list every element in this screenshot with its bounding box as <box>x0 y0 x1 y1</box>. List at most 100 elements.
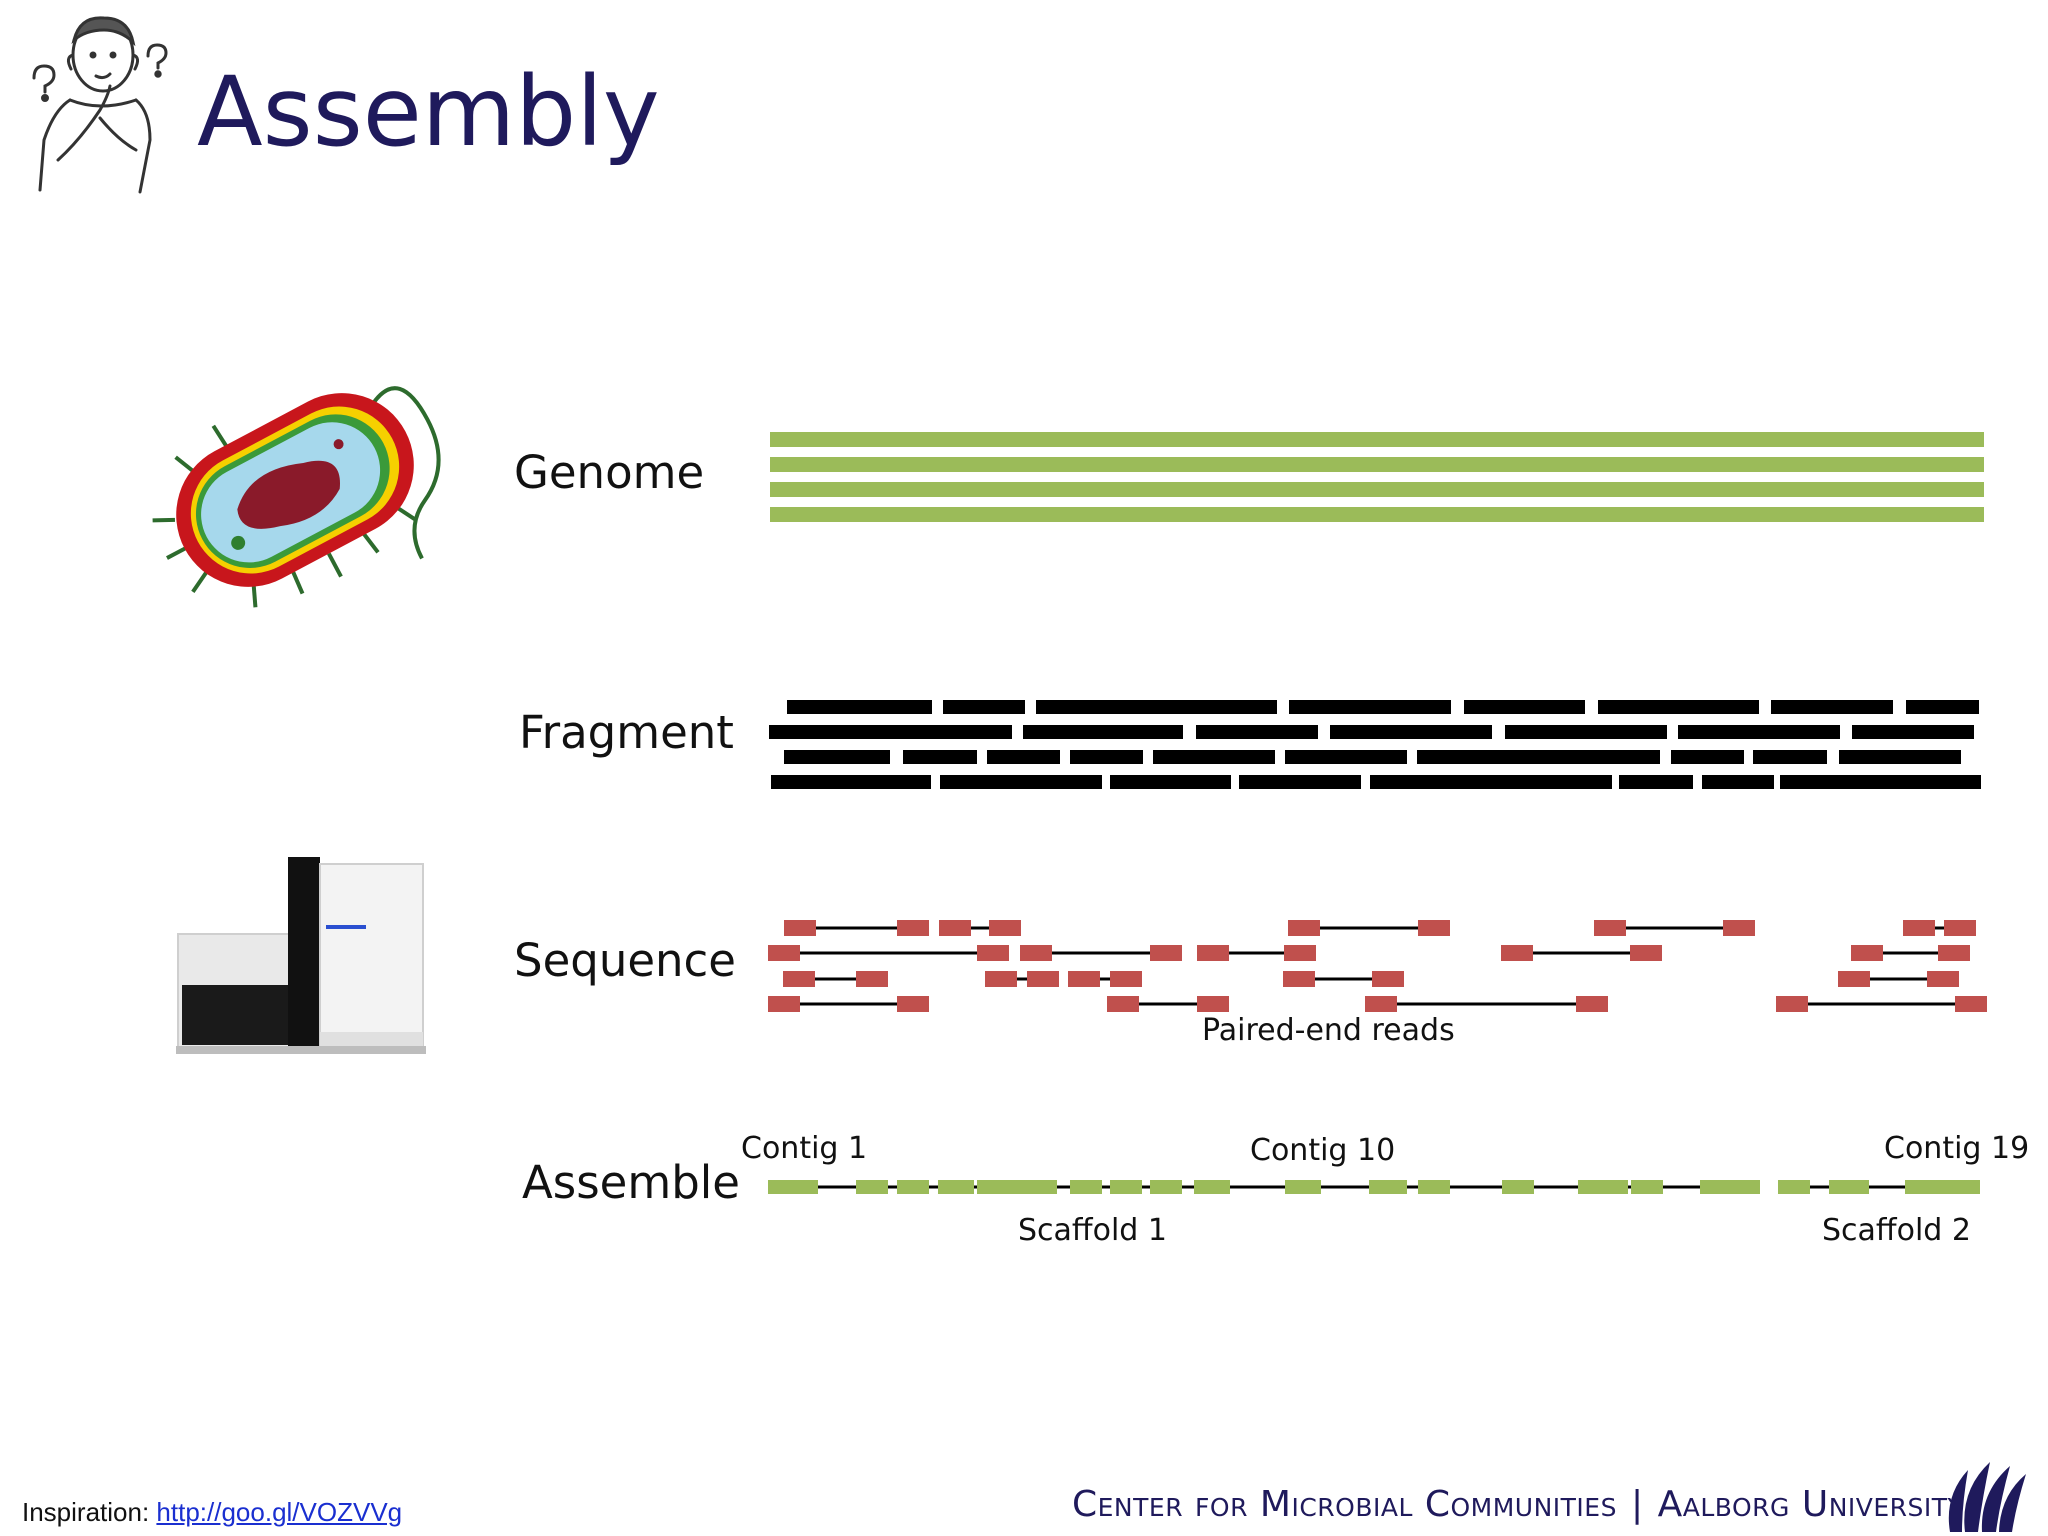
org-university-name: Aalborg University <box>1657 1484 1964 1525</box>
genome-strand <box>770 432 1984 447</box>
read <box>1630 945 1662 961</box>
read <box>1288 920 1320 936</box>
read <box>1283 971 1315 987</box>
thinking-person-drawing <box>32 16 168 194</box>
read <box>1418 920 1450 936</box>
inspiration-note: Inspiration: http://goo.gl/VOZVVg <box>22 1497 402 1528</box>
read <box>783 971 815 987</box>
fragment-piece <box>903 750 977 764</box>
read <box>1955 996 1987 1012</box>
read <box>1197 996 1229 1012</box>
contig <box>1631 1180 1663 1194</box>
read <box>939 920 971 936</box>
read <box>1020 945 1052 961</box>
contig <box>1110 1180 1142 1194</box>
row-label-sequence: Sequence <box>514 934 736 987</box>
contig <box>1418 1180 1450 1194</box>
fragment-piece <box>1417 750 1660 764</box>
fragment-piece <box>771 775 931 789</box>
contig <box>856 1180 888 1194</box>
fragment-piece <box>1289 700 1451 714</box>
read <box>1838 971 1870 987</box>
fragment-piece <box>1070 750 1143 764</box>
fragment-piece <box>1505 725 1667 739</box>
read <box>1501 945 1533 961</box>
contig <box>1700 1180 1760 1194</box>
read <box>856 971 888 987</box>
fragment-piece <box>1196 725 1318 739</box>
contig-10-label: Contig 10 <box>1250 1133 1396 1168</box>
fragment-piece <box>1906 700 1979 714</box>
fragment-piece <box>1671 750 1744 764</box>
fragment-piece <box>1619 775 1693 789</box>
fragment-piece <box>1153 750 1275 764</box>
contig <box>1905 1180 1980 1194</box>
row-label-fragment: Fragment <box>519 706 734 759</box>
contig <box>1150 1180 1182 1194</box>
org-center-name: Center for Microbial Communities <box>1072 1484 1617 1525</box>
read <box>1197 945 1229 961</box>
contig-19-label: Contig 19 <box>1884 1131 2030 1166</box>
fragment-piece <box>1036 700 1277 714</box>
contig <box>1578 1180 1628 1194</box>
scaffold-2-label: Scaffold 2 <box>1822 1213 1971 1248</box>
contig <box>977 1180 1057 1194</box>
read <box>1107 996 1139 1012</box>
read <box>897 996 929 1012</box>
fragment-piece <box>784 750 890 764</box>
contig <box>897 1180 929 1194</box>
row-label-assemble: Assemble <box>522 1156 740 1209</box>
genome-strand <box>770 507 1984 522</box>
read <box>985 971 1017 987</box>
contig <box>1369 1180 1407 1194</box>
fragment-piece <box>943 700 1025 714</box>
scaffold-1-label: Scaffold 1 <box>1018 1213 1167 1248</box>
read <box>1576 996 1608 1012</box>
read <box>1723 920 1755 936</box>
contig <box>1285 1180 1321 1194</box>
contig <box>768 1180 818 1194</box>
read <box>784 920 816 936</box>
contig-1-label: Contig 1 <box>741 1131 868 1166</box>
fragment-piece <box>1110 775 1231 789</box>
genome-strand <box>770 482 1984 497</box>
read <box>1776 996 1808 1012</box>
fragment-piece <box>1780 775 1981 789</box>
fragment-piece <box>787 700 932 714</box>
fragment-piece <box>1678 725 1840 739</box>
read <box>768 996 800 1012</box>
read <box>768 945 800 961</box>
read <box>1027 971 1059 987</box>
fragment-piece <box>1330 725 1492 739</box>
fragment-piece <box>1702 775 1774 789</box>
org-separator: | <box>1630 1484 1644 1525</box>
read <box>1594 920 1626 936</box>
inspiration-link[interactable]: http://goo.gl/VOZVVg <box>156 1497 403 1527</box>
contig <box>938 1180 974 1194</box>
contig <box>1502 1180 1534 1194</box>
page-title: Assembly <box>197 56 660 168</box>
read <box>1284 945 1316 961</box>
read <box>1903 920 1935 936</box>
fragment-piece <box>1852 725 1974 739</box>
inspiration-label: Inspiration: <box>22 1497 150 1527</box>
read <box>1927 971 1959 987</box>
read <box>1150 945 1182 961</box>
read <box>897 920 929 936</box>
fragment-piece <box>987 750 1060 764</box>
fragment-piece <box>1598 700 1759 714</box>
fragment-piece <box>1285 750 1407 764</box>
fragment-piece <box>1839 750 1961 764</box>
read <box>1365 996 1397 1012</box>
contig <box>1778 1180 1810 1194</box>
contig <box>1194 1180 1230 1194</box>
scaffold-gap <box>1760 1184 1778 1192</box>
read <box>1851 945 1883 961</box>
fragment-piece <box>1023 725 1183 739</box>
contig <box>1829 1180 1869 1194</box>
